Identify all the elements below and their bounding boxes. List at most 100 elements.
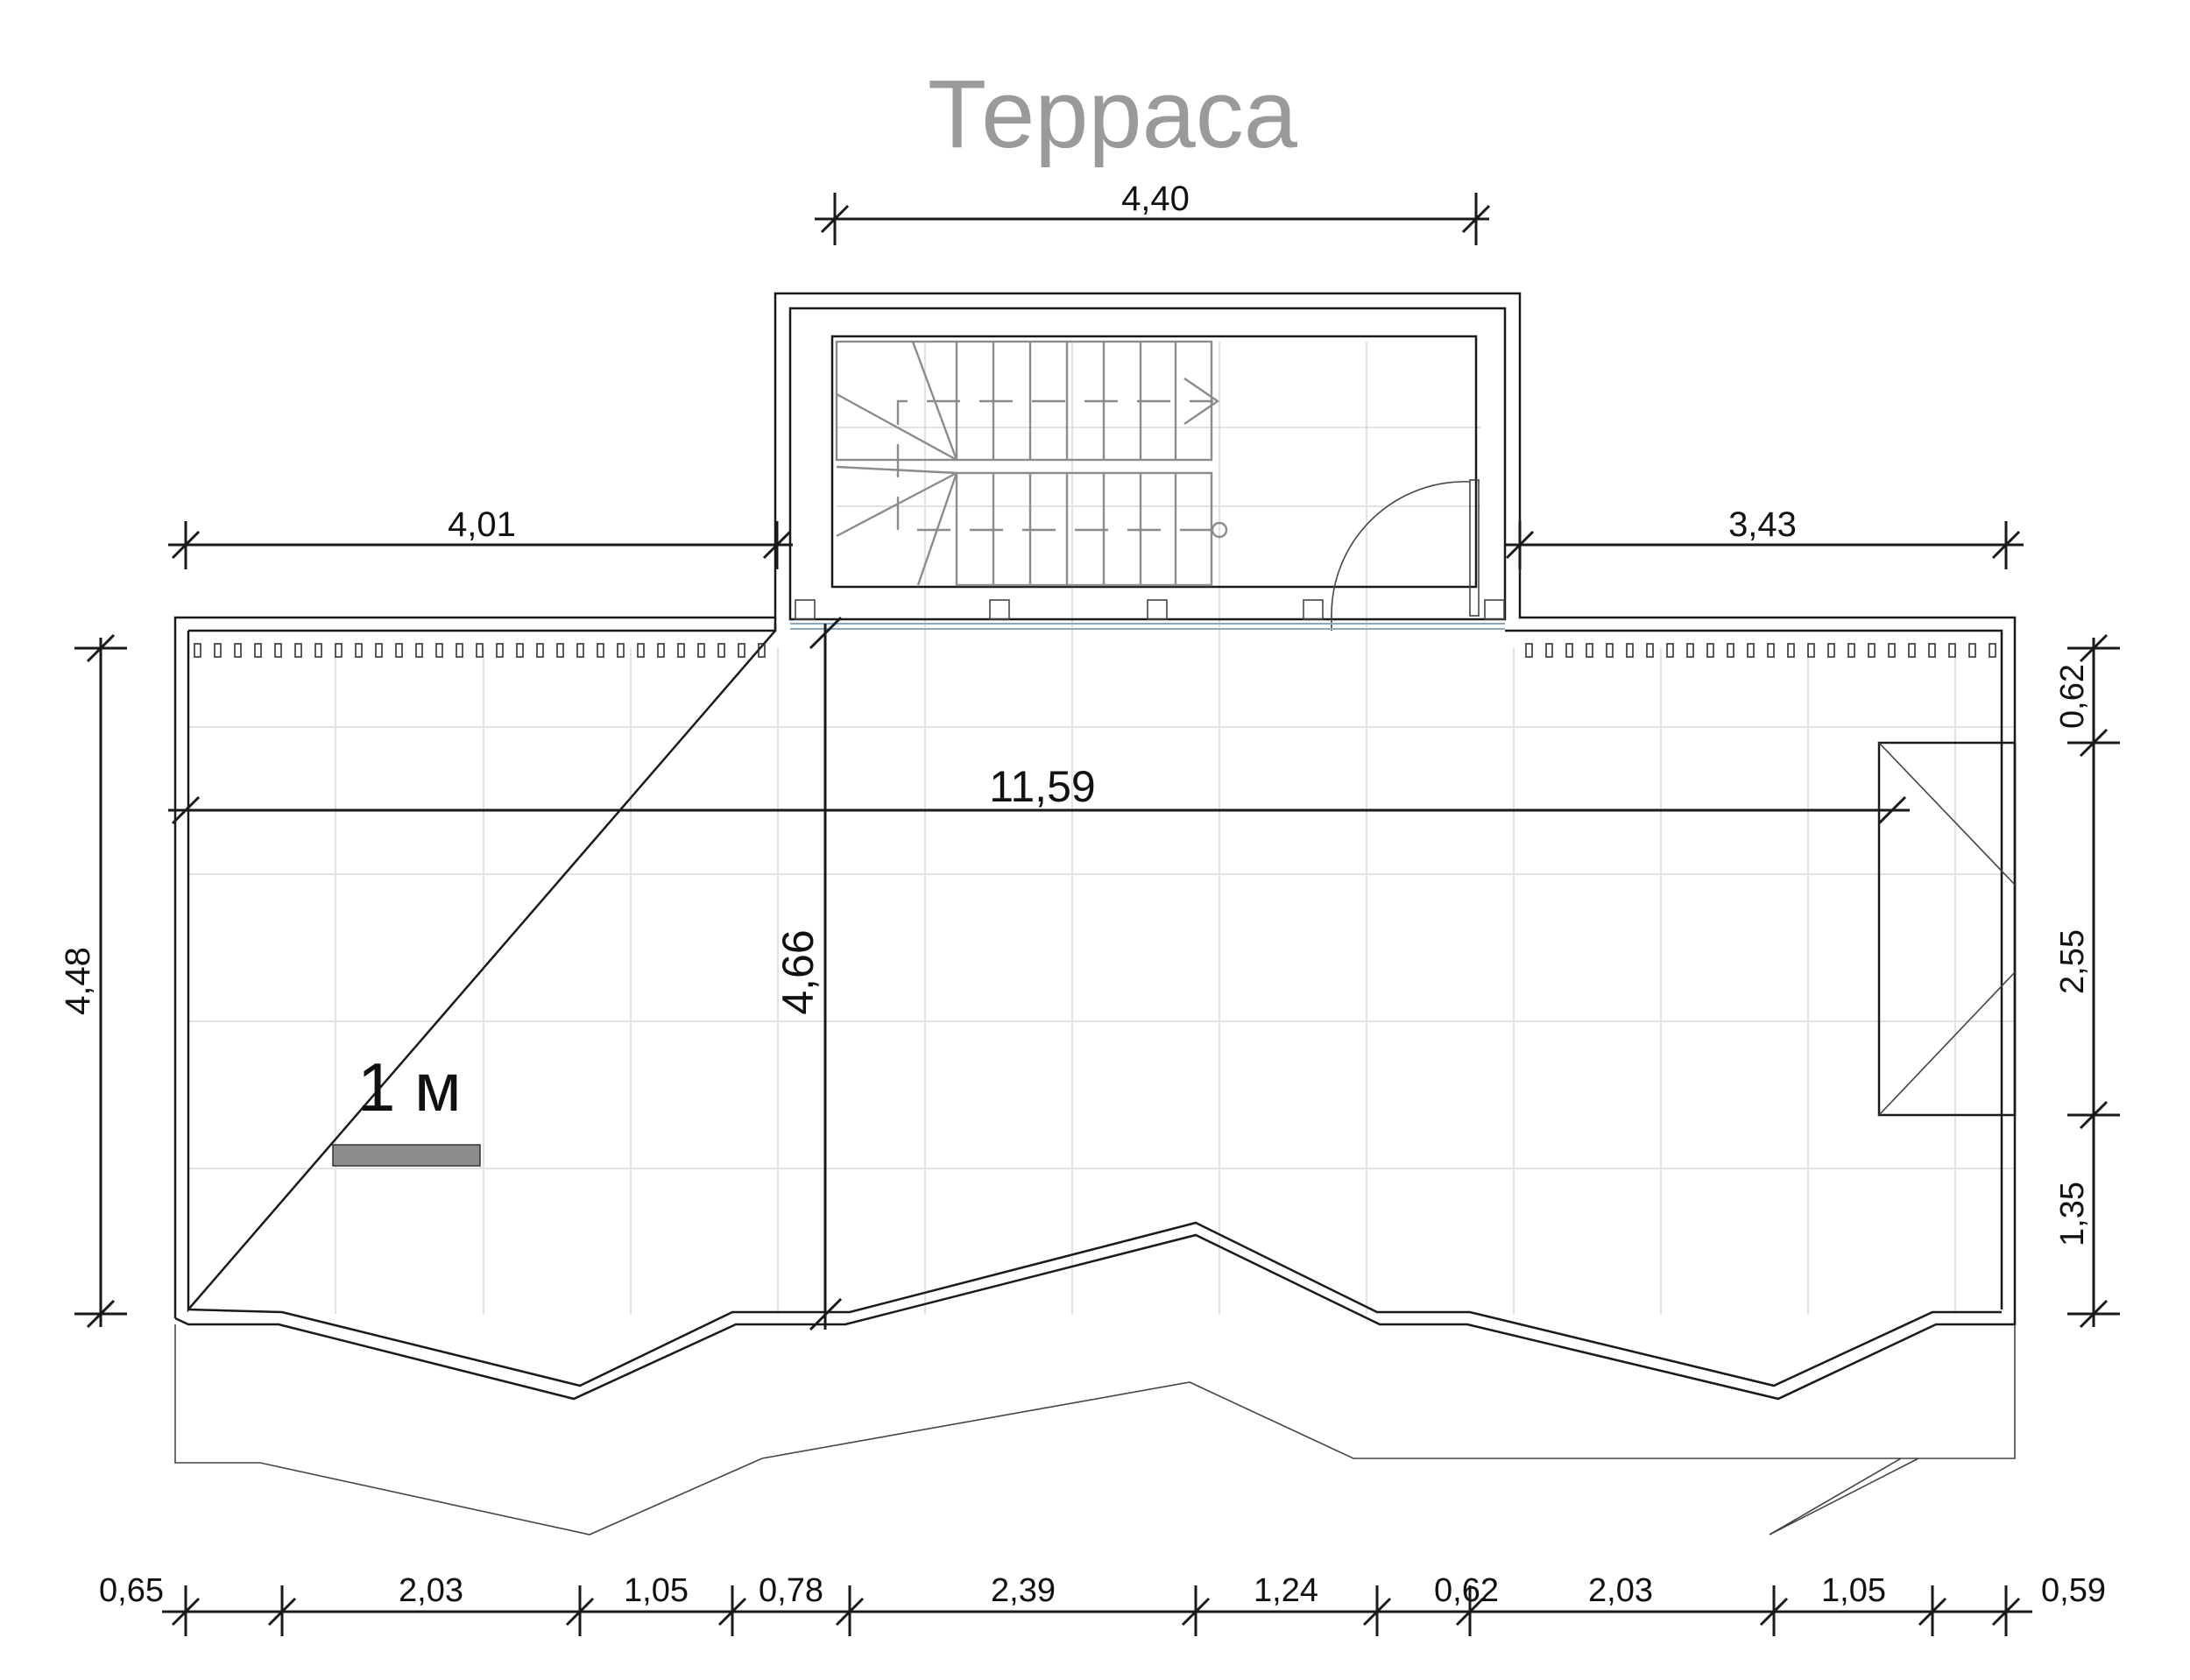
svg-text:3,43: 3,43 bbox=[1728, 505, 1797, 544]
dimension-tick bbox=[1918, 1597, 1947, 1627]
baluster bbox=[254, 643, 262, 658]
dimension-tick bbox=[717, 1597, 747, 1627]
baluster bbox=[1586, 643, 1593, 658]
bottom-dimension-label: 1,05 bbox=[1821, 1572, 1886, 1609]
baluster bbox=[274, 643, 282, 658]
dimension-right-segments: 0,62 2,55 1,35 bbox=[2054, 633, 2120, 1329]
bottom-dimension-label: 1,05 bbox=[624, 1572, 689, 1609]
bottom-dimension-label: 0,59 bbox=[2041, 1572, 2106, 1609]
baluster bbox=[758, 643, 766, 658]
svg-text:2,55: 2,55 bbox=[2054, 929, 2091, 994]
baluster bbox=[1626, 643, 1634, 658]
baluster bbox=[1928, 643, 1936, 658]
dimension-left-depth: 4,48 bbox=[59, 633, 127, 1329]
stair-well bbox=[830, 335, 1478, 589]
baluster bbox=[335, 643, 343, 658]
baluster bbox=[516, 643, 524, 658]
bottom-dimension-label: 0,62 bbox=[1434, 1572, 1499, 1609]
svg-text:4,40: 4,40 bbox=[1121, 180, 1190, 218]
baluster bbox=[1706, 643, 1714, 658]
baluster bbox=[536, 643, 544, 658]
bottom-dimension-label: 0,78 bbox=[759, 1572, 823, 1609]
terrace-door bbox=[1331, 479, 1480, 631]
terrace-edge-inner bbox=[187, 1221, 2002, 1387]
baluster bbox=[1908, 643, 1916, 658]
baluster bbox=[1767, 643, 1775, 658]
dimension-tick bbox=[565, 1597, 595, 1627]
baluster bbox=[294, 643, 302, 658]
baluster bbox=[435, 643, 443, 658]
terrace-outer-wall bbox=[173, 292, 2017, 1318]
baluster bbox=[1686, 643, 1694, 658]
baluster bbox=[355, 643, 363, 658]
baluster bbox=[637, 643, 645, 658]
baluster bbox=[1727, 643, 1734, 658]
floor-grid bbox=[188, 342, 2015, 1314]
baluster bbox=[1968, 643, 1976, 658]
dimension-tick bbox=[1759, 1597, 1789, 1627]
dimension-tick bbox=[1362, 1597, 1392, 1627]
bottom-dimension-label: 0,65 bbox=[99, 1572, 164, 1609]
baluster bbox=[1948, 643, 1956, 658]
baluster bbox=[1847, 643, 1855, 658]
baluster bbox=[1525, 643, 1533, 658]
baluster bbox=[476, 643, 484, 658]
baluster bbox=[677, 643, 685, 658]
baluster bbox=[1868, 643, 1876, 658]
svg-text:4,48: 4,48 bbox=[59, 947, 97, 1015]
bottom-dimension-label: 1,24 bbox=[1254, 1572, 1318, 1609]
baluster bbox=[496, 643, 504, 658]
dimension-tick bbox=[835, 1597, 865, 1627]
baluster bbox=[415, 643, 423, 658]
railing-left bbox=[194, 643, 766, 658]
dimension-left-top: 4,01 bbox=[168, 505, 793, 569]
staircase bbox=[835, 340, 1228, 587]
baluster bbox=[1646, 643, 1654, 658]
terrace-edge-outer bbox=[174, 1233, 2017, 1401]
svg-text:4,66: 4,66 bbox=[774, 929, 823, 1014]
dimension-tick bbox=[1991, 1597, 2021, 1627]
glass-partition bbox=[790, 599, 1505, 630]
svg-text:0,62: 0,62 bbox=[2054, 664, 2091, 729]
baluster bbox=[556, 643, 564, 658]
scale-bar-label: 1 м bbox=[357, 1048, 462, 1126]
baluster bbox=[617, 643, 625, 658]
dimension-right-top: 3,43 bbox=[1505, 505, 2024, 569]
baluster bbox=[1989, 643, 1996, 658]
baluster bbox=[1807, 643, 1815, 658]
dimension-inner-depth: 4,66 bbox=[774, 616, 843, 1331]
baluster bbox=[1545, 643, 1553, 658]
railing-right bbox=[1525, 643, 1996, 658]
baluster bbox=[717, 643, 725, 658]
bottom-dimension-label: 2,39 bbox=[991, 1572, 1056, 1609]
dimension-tick bbox=[1455, 1597, 1485, 1627]
baluster bbox=[1888, 643, 1896, 658]
baluster bbox=[1747, 643, 1755, 658]
baluster bbox=[1827, 643, 1835, 658]
baluster bbox=[1565, 643, 1573, 658]
baluster bbox=[214, 643, 222, 658]
baluster bbox=[456, 643, 463, 658]
dimension-tick bbox=[1181, 1597, 1211, 1627]
bottom-dimension-label: 2,03 bbox=[1588, 1572, 1653, 1609]
roof-hatch bbox=[1877, 741, 2017, 1117]
svg-text:1,35: 1,35 bbox=[2054, 1182, 2091, 1246]
baluster bbox=[738, 643, 745, 658]
dimension-tick bbox=[171, 1597, 201, 1627]
baluster bbox=[375, 643, 383, 658]
baluster bbox=[234, 643, 242, 658]
baluster bbox=[597, 643, 604, 658]
baluster bbox=[697, 643, 705, 658]
bottom-dimension-label: 2,03 bbox=[399, 1572, 463, 1609]
baluster bbox=[194, 643, 201, 658]
baluster bbox=[657, 643, 665, 658]
svg-text:4,01: 4,01 bbox=[448, 505, 516, 544]
dimension-bottom-segments: 0,65 2,03 1,05 0,78 2,39 1,24 0,62 2,03 1,05 0,59 bbox=[99, 1572, 2106, 1636]
roof-lower-contour bbox=[174, 1324, 2016, 1535]
baluster bbox=[395, 643, 403, 658]
plan-title: Терраса bbox=[928, 60, 1298, 168]
scale-bar bbox=[332, 1144, 481, 1167]
dimension-inner-length: 11,59 bbox=[168, 762, 1910, 825]
baluster bbox=[1787, 643, 1795, 658]
